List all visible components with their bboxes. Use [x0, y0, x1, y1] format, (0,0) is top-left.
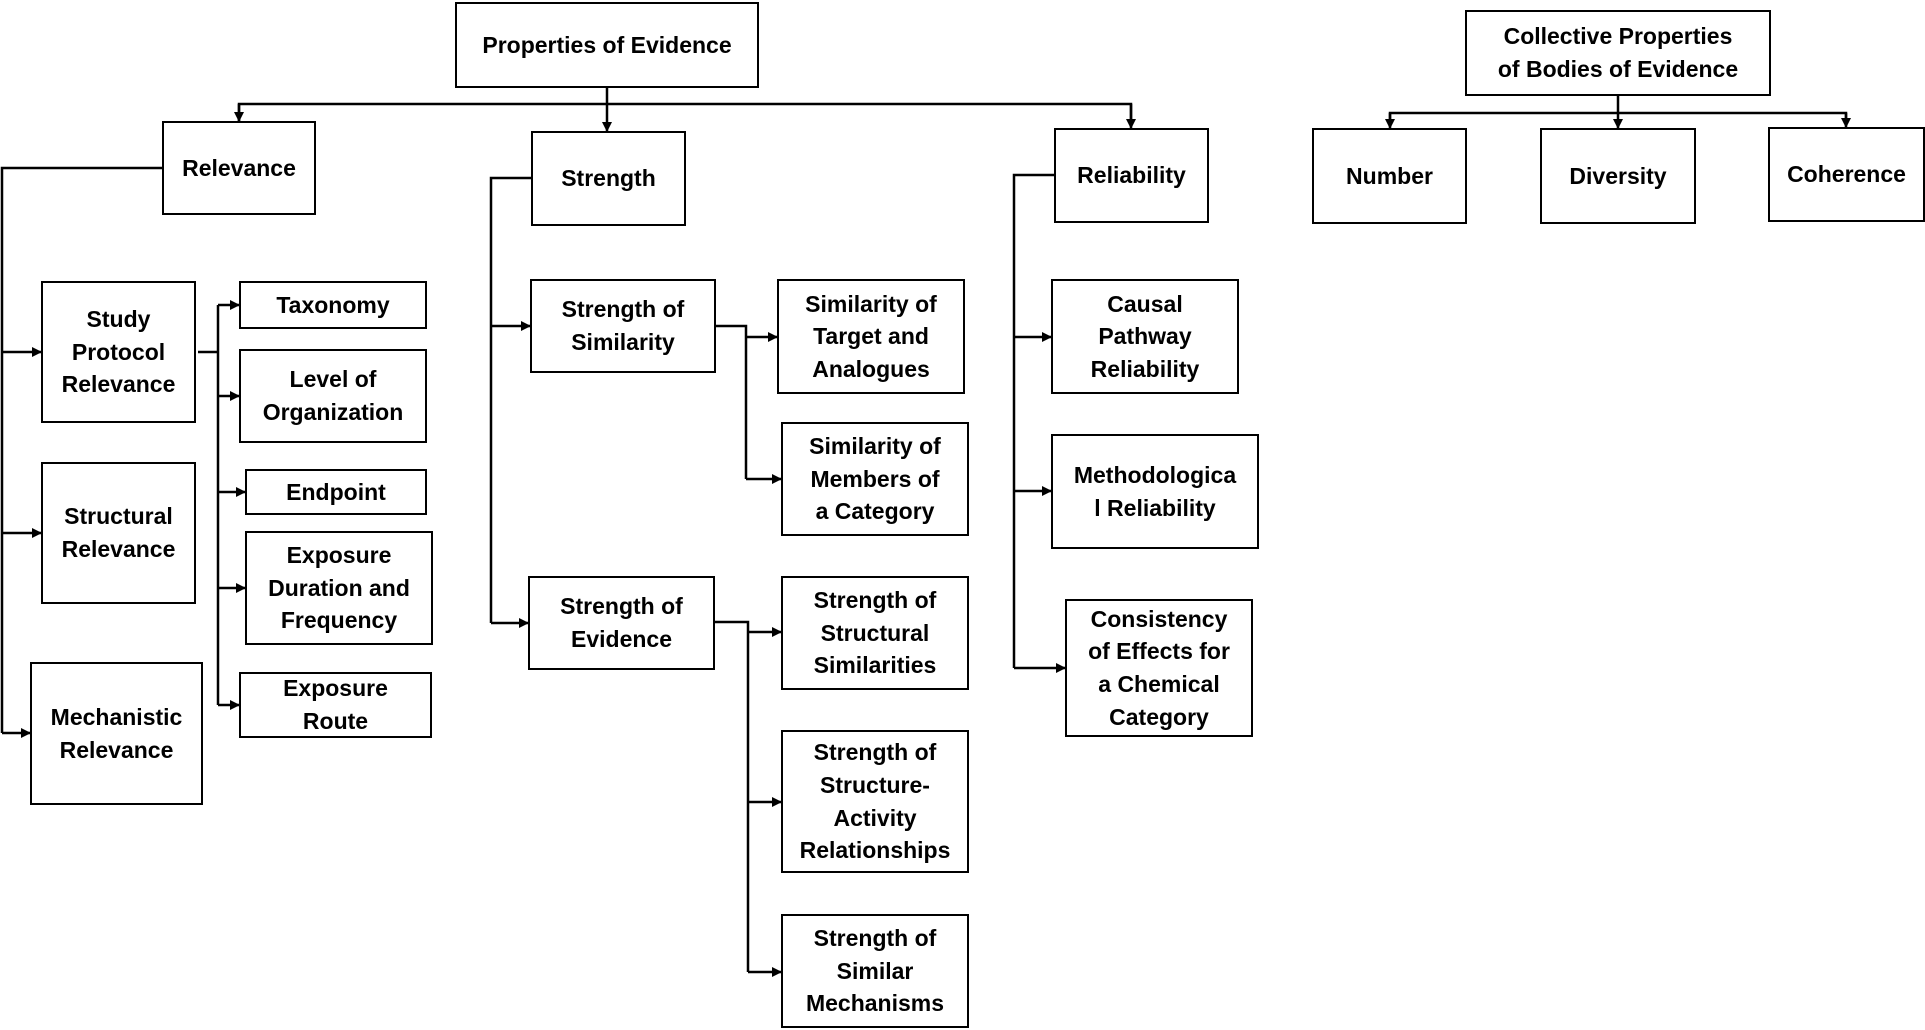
node-number: Number [1312, 128, 1467, 224]
connector-relevance-trunk [0, 166, 162, 733]
node-strength: Strength [531, 131, 686, 226]
node-methodological-reliability: Methodologica l Reliability [1051, 434, 1259, 549]
connector-strength-evidence-trunk [715, 620, 750, 972]
node-causal-pathway-reliability: Causal Pathway Reliability [1051, 279, 1239, 394]
node-diversity: Diversity [1540, 128, 1696, 224]
node-coherence: Coherence [1768, 127, 1925, 222]
node-mechanistic-relevance: Mechanistic Relevance [30, 662, 203, 805]
node-strength-of-similarity: Strength of Similarity [530, 279, 716, 373]
node-collective-properties: Collective Properties of Bodies of Evide… [1465, 10, 1771, 96]
node-strength-similar-mechanisms: Strength of Similar Mechanisms [781, 914, 969, 1028]
node-exposure-route: Exposure Route [239, 672, 432, 738]
node-properties-of-evidence: Properties of Evidence [455, 2, 759, 88]
node-consistency-of-effects: Consistency of Effects for a Chemical Ca… [1065, 599, 1253, 737]
node-study-protocol-relevance: Study Protocol Relevance [41, 281, 196, 423]
node-similarity-target-analogues: Similarity of Target and Analogues [777, 279, 965, 394]
node-similarity-members-category: Similarity of Members of a Category [781, 422, 969, 536]
node-strength-of-evidence: Strength of Evidence [528, 576, 715, 670]
node-endpoint: Endpoint [245, 469, 427, 515]
node-exposure-duration-frequency: Exposure Duration and Frequency [245, 531, 433, 645]
node-strength-structure-activity: Strength of Structure- Activity Relation… [781, 730, 969, 873]
connector-strength-similarity-trunk [716, 324, 748, 479]
connector-strength-trunk [489, 176, 531, 623]
node-relevance: Relevance [162, 121, 316, 215]
node-structural-relevance: Structural Relevance [41, 462, 196, 604]
node-reliability: Reliability [1054, 128, 1209, 223]
connector-reliability-trunk [1012, 173, 1054, 668]
node-strength-structural-similarities: Strength of Structural Similarities [781, 576, 969, 690]
connector-properties-bus [237, 102, 1133, 121]
node-level-of-organization: Level of Organization [239, 349, 427, 443]
connector-study-protocol-trunk [198, 305, 220, 705]
node-taxonomy: Taxonomy [239, 281, 427, 329]
